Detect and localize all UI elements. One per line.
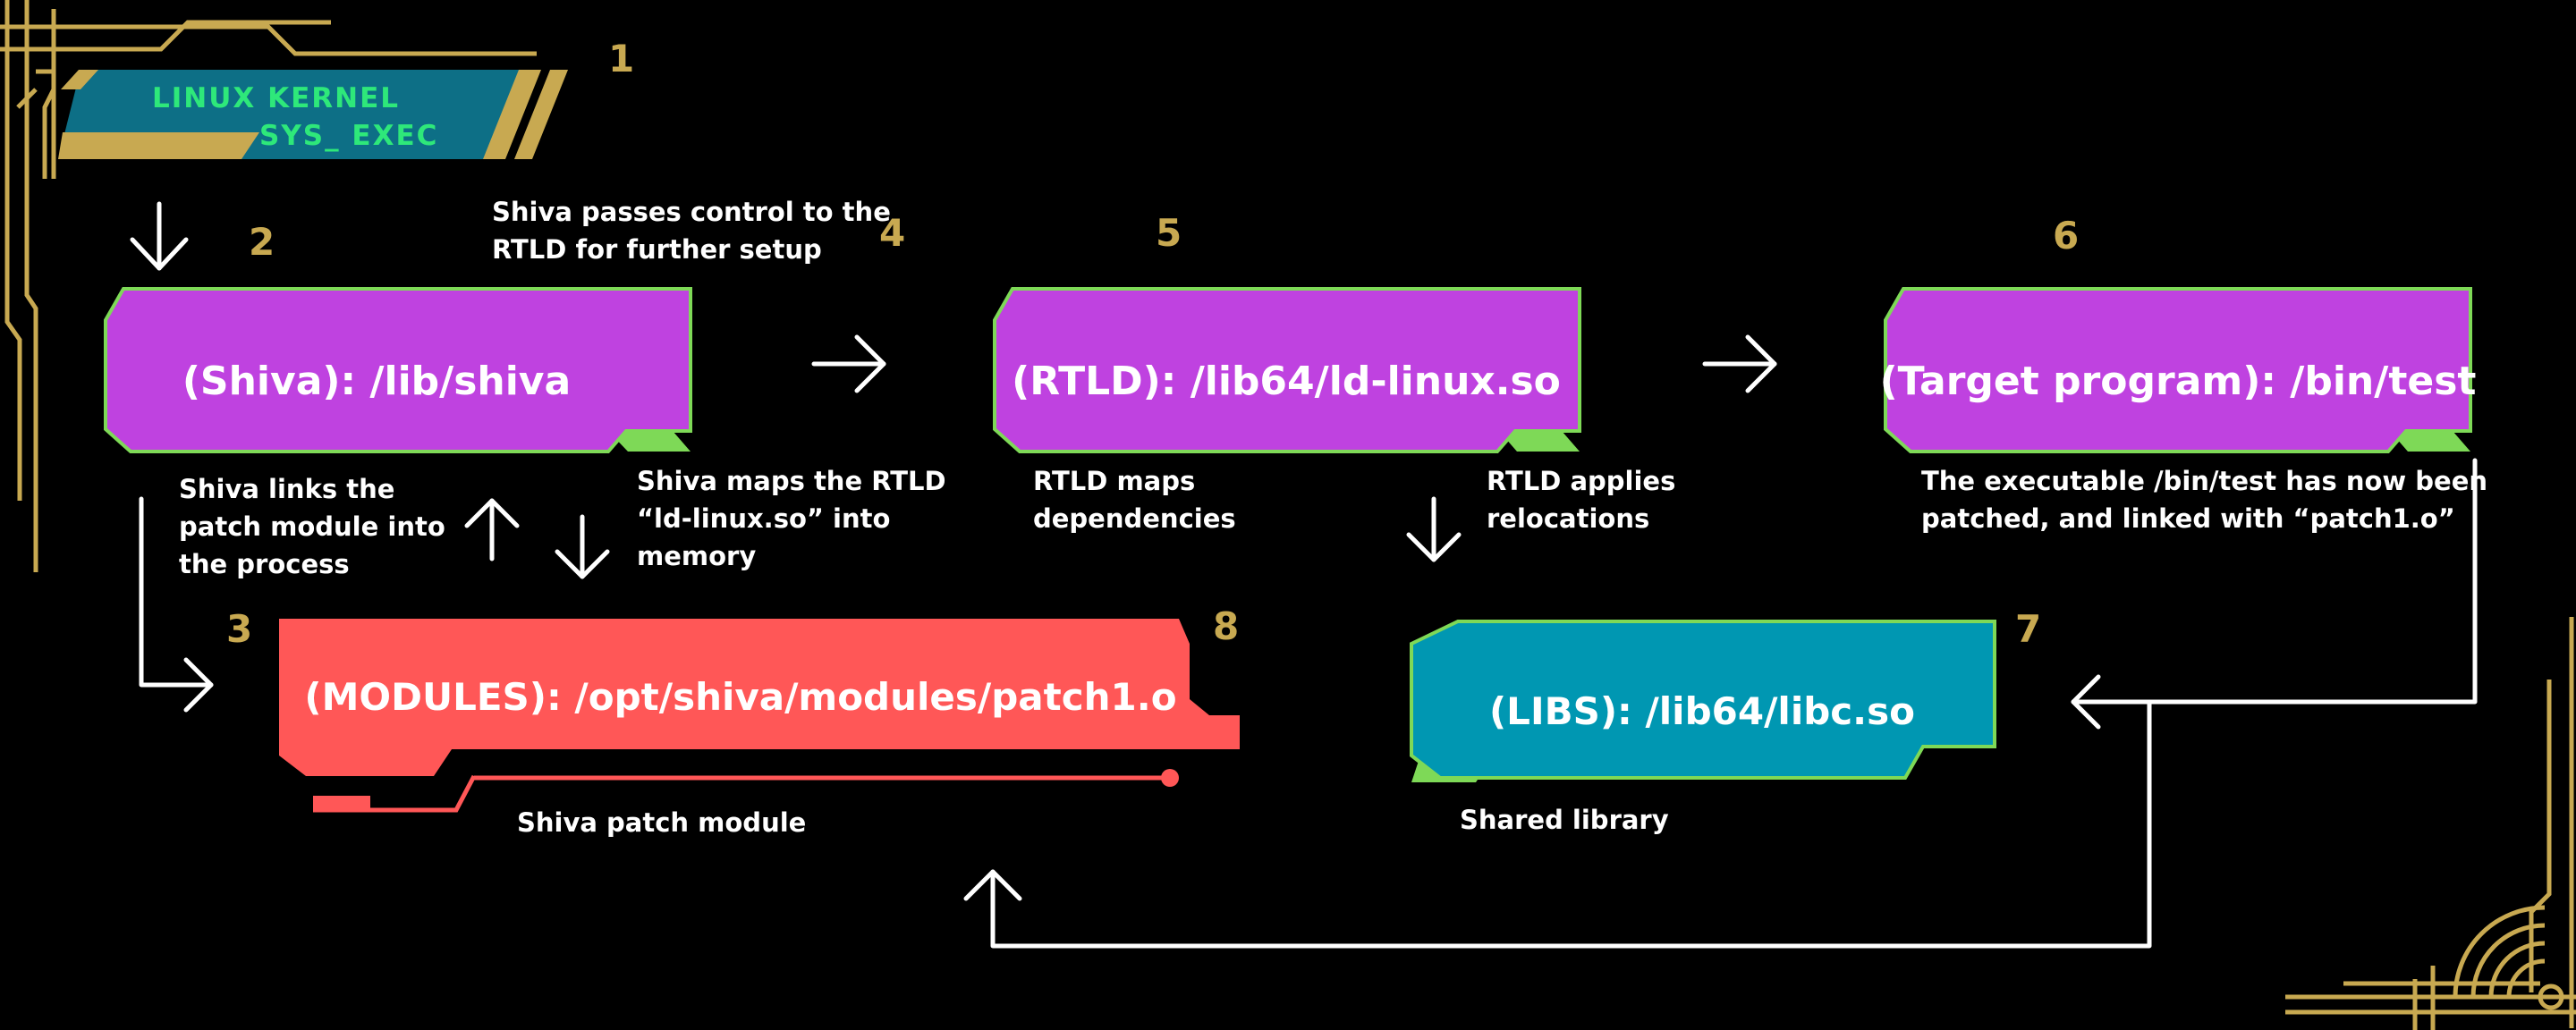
note-applies-relocs-line-1: RTLD applies [1487, 466, 1675, 496]
left-arrow-icon [2071, 458, 2478, 730]
up-arrow-icon [464, 498, 520, 561]
note-links-patch-line-1: Shiva links the [179, 474, 394, 504]
note-passes-control: Shiva passes control to the RTLD for fur… [492, 197, 900, 265]
modules-box-label: (MODULES): /opt/shiva/modules/patch1.o [304, 675, 1176, 719]
rtld-box: (RTLD): /lib64/ld-linux.so [993, 287, 1581, 453]
notes: Shiva passes control to the RTLD for fur… [179, 197, 2496, 838]
step-number-1: 1 [608, 37, 634, 80]
libs-box: (LIBS): /lib64/libc.so [1410, 620, 1996, 782]
note-passes-control-line-1: Shiva passes control to the [492, 197, 891, 227]
step-number-2: 2 [249, 220, 275, 264]
note-links-patch-line-3: the process [179, 549, 350, 579]
target-box-label: (Target program): /bin/test [1880, 359, 2477, 404]
down-arrow-icon [1406, 496, 1462, 562]
note-patched: The executable /bin/test has now been pa… [1921, 466, 2496, 534]
note-patched-line-1: The executable /bin/test has now been [1921, 466, 2487, 496]
right-arrow-icon [1702, 334, 1777, 393]
shiva-box: (Shiva): /lib/shiva [104, 287, 692, 453]
corner-ornament-bottom-right [2285, 617, 2576, 1030]
note-passes-control-line-2: RTLD for further setup [492, 234, 822, 265]
header-line-1: LINUX KERNEL [152, 82, 400, 114]
note-maps-rtld-line-1: Shiva maps the RTLD [637, 466, 946, 496]
note-maps-rtld: Shiva maps the RTLD “ld-linux.so” into m… [637, 466, 955, 571]
note-applies-relocs: RTLD applies relocations [1487, 466, 1684, 534]
elbow-arrow-icon [139, 496, 214, 713]
header-line-2: SYS_ EXEC [259, 120, 438, 152]
note-maps-rtld-line-2: “ld-linux.so” into [637, 503, 890, 534]
header-plate: LINUX KERNEL SYS_ EXEC [58, 70, 568, 159]
libs-box-label: (LIBS): /lib64/libc.so [1489, 689, 1915, 733]
rtld-box-label: (RTLD): /lib64/ld-linux.so [1012, 359, 1561, 404]
target-box: (Target program): /bin/test [1880, 287, 2477, 453]
step-numbers: 1 2 3 4 5 6 7 8 [226, 37, 2079, 651]
right-arrow-icon [811, 334, 886, 393]
arrows [130, 201, 2478, 949]
step-number-7: 7 [2015, 607, 2041, 651]
step-number-4: 4 [879, 211, 905, 255]
down-arrow-icon [555, 514, 610, 579]
note-maps-deps-line-1: RTLD maps [1033, 466, 1195, 496]
step-number-3: 3 [226, 607, 252, 651]
down-arrow-icon [130, 201, 189, 271]
note-maps-rtld-line-3: memory [637, 541, 756, 571]
note-maps-deps-line-2: dependencies [1033, 503, 1236, 534]
note-applies-relocs-line-2: relocations [1487, 503, 1649, 534]
step-number-5: 5 [1156, 211, 1182, 255]
return-arrow-icon [963, 699, 2152, 949]
step-number-8: 8 [1213, 604, 1239, 648]
note-patched-line-2: patched, and linked with “patch1.o” [1921, 503, 2455, 534]
note-maps-deps: RTLD maps dependencies [1033, 466, 1236, 534]
step-number-6: 6 [2053, 214, 2079, 258]
modules-box: (MODULES): /opt/shiva/modules/patch1.o [279, 619, 1240, 813]
caption-shared-library: Shared library [1460, 805, 1669, 835]
note-links-patch: Shiva links the patch module into the pr… [179, 474, 454, 579]
shiva-box-label: (Shiva): /lib/shiva [182, 359, 571, 404]
corner-ornament-top-left [0, 0, 537, 572]
caption-patch-module: Shiva patch module [517, 807, 806, 838]
note-links-patch-line-2: patch module into [179, 511, 445, 542]
